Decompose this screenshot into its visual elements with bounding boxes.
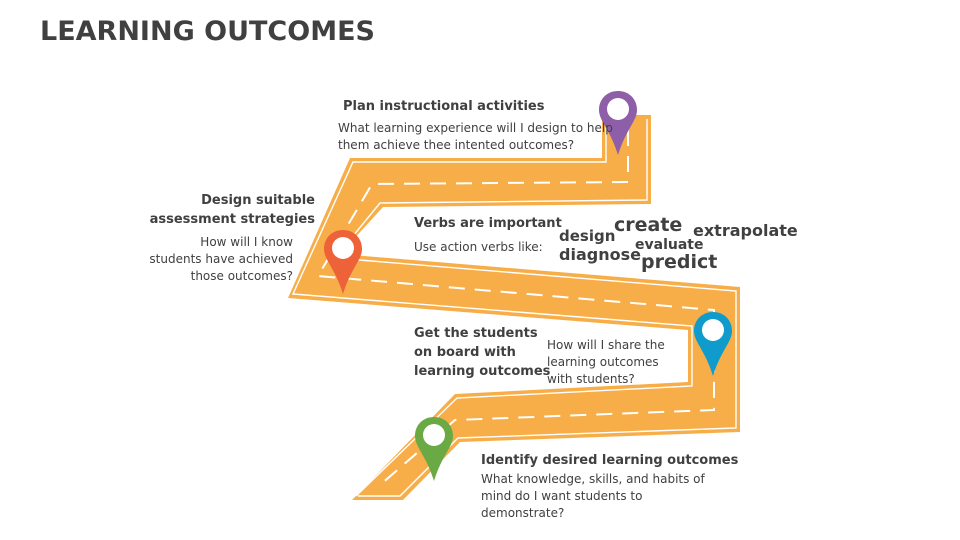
- map-pin-purple-icon: [599, 91, 637, 155]
- verb-diagnose: diagnose: [559, 245, 641, 264]
- identify-step-line: mind do I want students to: [481, 489, 643, 503]
- road-body: [288, 115, 740, 500]
- verb-create: create: [614, 214, 683, 236]
- verb-evaluate: evaluate: [635, 237, 704, 253]
- assess-heading-line: assessment strategies: [149, 212, 315, 227]
- onboard-step-heading: Get the students on board with learning …: [414, 324, 550, 381]
- assess-heading-line: Design suitable: [201, 193, 315, 208]
- identify-step-line: What knowledge, skills, and habits of: [481, 472, 705, 486]
- map-pin-orange-icon: [324, 230, 362, 294]
- verb-predict: predict: [641, 251, 718, 273]
- onboard-heading-line: Get the students: [414, 326, 538, 341]
- plan-step-line: them achieve thee intented outcomes?: [338, 138, 575, 152]
- verbs-subtext: Use action verbs like:: [414, 240, 543, 254]
- identify-step-description: What knowledge, skills, and habits of mi…: [481, 471, 705, 522]
- verb-design: design: [559, 227, 616, 245]
- assess-step-description: How will I know students have achieved t…: [149, 234, 293, 285]
- road-edge-outer: [333, 119, 737, 497]
- map-pin-blue-icon: [694, 312, 732, 376]
- road-edge-inner: [291, 119, 693, 497]
- onboard-step-line: learning outcomes: [547, 355, 659, 369]
- plan-step-heading: Plan instructional activities: [343, 99, 545, 114]
- identify-step-heading: Identify desired learning outcomes: [481, 453, 739, 468]
- onboard-step-line: with students?: [547, 372, 635, 386]
- page-title: LEARNING OUTCOMES: [40, 16, 375, 47]
- onboard-step-description: How will I share the learning outcomes w…: [547, 337, 665, 388]
- assess-step-line: those outcomes?: [190, 269, 293, 283]
- onboard-heading-line: learning outcomes: [414, 364, 551, 379]
- map-pin-green-icon: [415, 417, 453, 481]
- assess-step-line: students have achieved: [149, 252, 293, 266]
- verbs-heading: Verbs are important: [414, 216, 562, 231]
- plan-step-description: What learning experience will I design t…: [338, 120, 613, 154]
- road-center-dashes: [316, 130, 715, 486]
- assess-step-heading: Design suitable assessment strategies: [150, 191, 315, 229]
- identify-step-line: demonstrate?: [481, 506, 565, 520]
- assess-step-line: How will I know: [200, 235, 293, 249]
- plan-step-line: What learning experience will I design t…: [338, 121, 613, 135]
- verb-extrapolate: extrapolate: [693, 221, 798, 240]
- onboard-heading-line: on board with: [414, 345, 516, 360]
- onboard-step-line: How will I share the: [547, 338, 665, 352]
